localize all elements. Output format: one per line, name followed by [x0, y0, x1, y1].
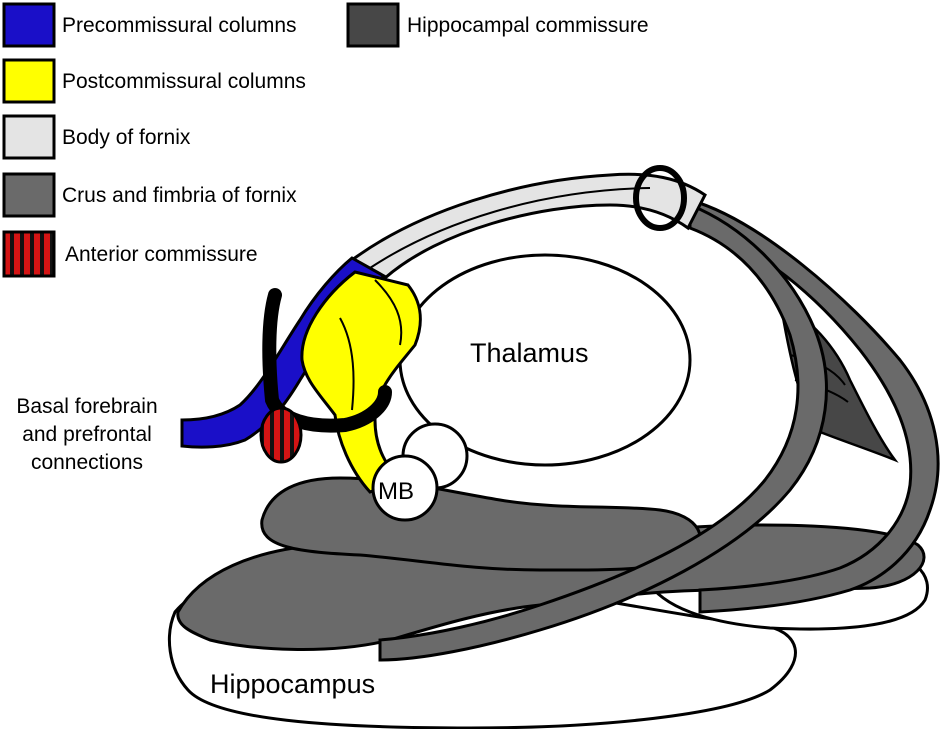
legend-item-anterior-commissure: Anterior commissure	[2, 230, 258, 278]
anterior-commissure-crosssection	[259, 406, 303, 464]
basal-forebrain-label: Basal forebrain and prefrontal connectio…	[16, 395, 157, 474]
legend-swatch-anterior-commissure	[2, 230, 56, 278]
legend: Precommissural columns Hippocampal commi…	[2, 2, 649, 278]
mb-label: MB	[378, 478, 414, 505]
legend-item-body: Body of fornix	[2, 114, 191, 160]
legend-label-anterior-commissure: Anterior commissure	[65, 243, 258, 266]
legend-swatch-body	[2, 114, 56, 160]
crus-inner-band	[378, 202, 828, 662]
mammillary-body-front	[371, 454, 439, 522]
thalamus-label: Thalamus	[470, 338, 589, 368]
legend-item-postcommissural: Postcommissural columns	[2, 58, 306, 104]
legend-item-crus-fimbria: Crus and fimbria of fornix	[2, 172, 297, 218]
legend-swatch-precommissural	[2, 2, 56, 48]
legend-label-body: Body of fornix	[62, 126, 191, 149]
legend-item-hippocampal-commissure: Hippocampal commissure	[346, 2, 649, 48]
legend-label-precommissural: Precommissural columns	[62, 14, 297, 37]
basal-forebrain-line1: Basal forebrain	[16, 395, 157, 418]
ring-marker	[633, 165, 687, 231]
hippocampus-label: Hippocampus	[210, 669, 375, 699]
basal-forebrain-line3: connections	[31, 451, 143, 474]
crus-outer-band	[688, 198, 940, 614]
legend-label-postcommissural: Postcommissural columns	[62, 70, 306, 93]
legend-item-precommissural: Precommissural columns	[2, 2, 297, 48]
postcommissural-column	[300, 270, 422, 494]
legend-swatch-postcommissural	[2, 58, 56, 104]
legend-label-crus-fimbria: Crus and fimbria of fornix	[62, 184, 297, 207]
legend-label-hippocampal-commissure: Hippocampal commissure	[407, 14, 649, 37]
basal-forebrain-line2: and prefrontal	[22, 423, 152, 446]
fornix-body	[349, 172, 707, 280]
legend-swatch-hippocampal-commissure	[346, 2, 400, 48]
legend-swatch-crus-fimbria	[2, 172, 56, 218]
